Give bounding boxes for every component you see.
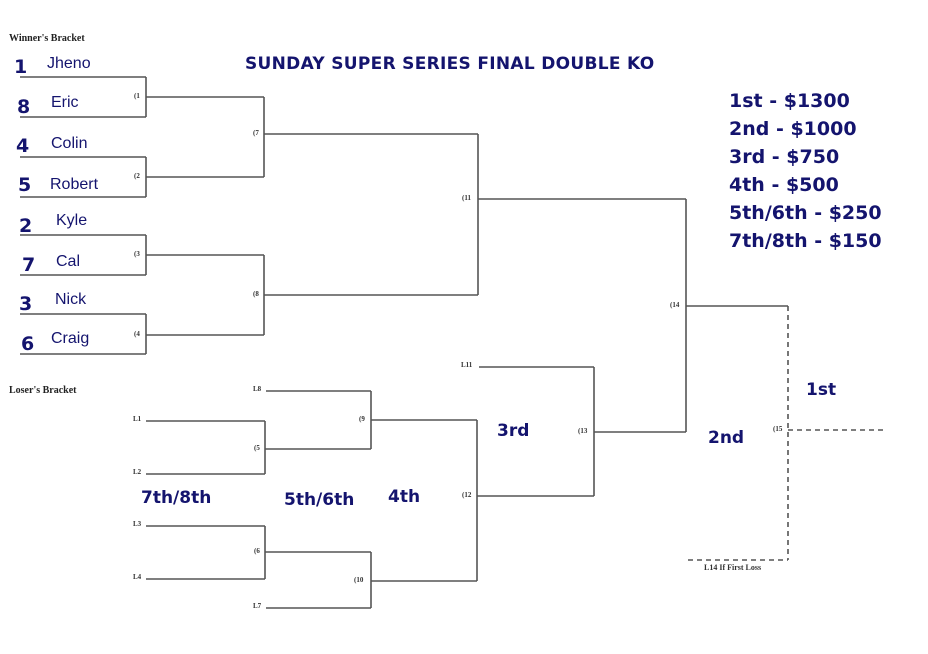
slot-label: L1 (133, 415, 142, 423)
seed-number: 5 (18, 174, 32, 196)
seed-number: 8 (17, 96, 31, 118)
page-title: SUNDAY SUPER SERIES FINAL DOUBLE KO (245, 54, 655, 74)
losers-bracket-heading: Loser's Bracket (9, 385, 77, 396)
match-label: (9 (359, 415, 365, 423)
player-name: Eric (51, 94, 79, 111)
prize-item: 7th/8th - $150 (729, 230, 882, 252)
match-label: (12 (462, 491, 472, 499)
prize-item: 5th/6th - $250 (729, 202, 882, 224)
winners-bracket-heading: Winner's Bracket (9, 33, 85, 44)
slot-label: L11 (461, 361, 473, 369)
match-label: (1 (134, 92, 140, 100)
player-name: Nick (55, 291, 87, 308)
slot-label: L2 (133, 468, 142, 476)
match-label: (7 (253, 129, 259, 137)
match-label: (14 (670, 301, 680, 309)
match-label: (13 (578, 427, 588, 435)
seed-number: 7 (22, 254, 36, 276)
place-label-3rd: 3rd (497, 421, 530, 441)
player-name: Robert (50, 176, 99, 193)
slot-label: L7 (253, 602, 262, 610)
prize-item: 2nd - $1000 (729, 118, 857, 140)
place-label-2nd: 2nd (708, 428, 745, 448)
place-label-4th: 4th (388, 487, 421, 507)
place-label-1st: 1st (806, 380, 837, 400)
seed-number: 2 (19, 215, 33, 237)
match-label: (15 (773, 425, 783, 433)
prize-item: 4th - $500 (729, 174, 839, 196)
seed-number: 3 (19, 293, 33, 315)
final-note: L14 If First Loss (704, 563, 762, 572)
player-name: Kyle (56, 212, 88, 229)
match-label: (10 (354, 576, 364, 584)
slot-label: L3 (133, 520, 142, 528)
prize-item: 3rd - $750 (729, 146, 840, 168)
place-label-7th-8th: 7th/8th (141, 488, 212, 508)
player-name: Craig (51, 330, 90, 347)
match-label: (6 (254, 547, 260, 555)
match-label: (5 (254, 444, 260, 452)
player-name: Colin (51, 135, 88, 152)
prize-list: 1st - $1300 2nd - $1000 3rd - $750 4th -… (729, 87, 882, 255)
seed-number: 6 (21, 333, 35, 355)
player-name: Jheno (47, 55, 91, 72)
prize-item: 1st - $1300 (729, 90, 850, 112)
match-label: (4 (134, 330, 140, 338)
player-name: Cal (56, 253, 81, 270)
slot-label: L8 (253, 385, 262, 393)
seed-number: 4 (16, 135, 30, 157)
slot-label: L4 (133, 573, 142, 581)
place-label-5th-6th: 5th/6th (284, 490, 355, 510)
seed-number: 1 (14, 56, 28, 78)
match-label: (3 (134, 250, 140, 258)
match-label: (2 (134, 172, 140, 180)
match-label: (8 (253, 290, 259, 298)
match-label: (11 (462, 194, 471, 202)
